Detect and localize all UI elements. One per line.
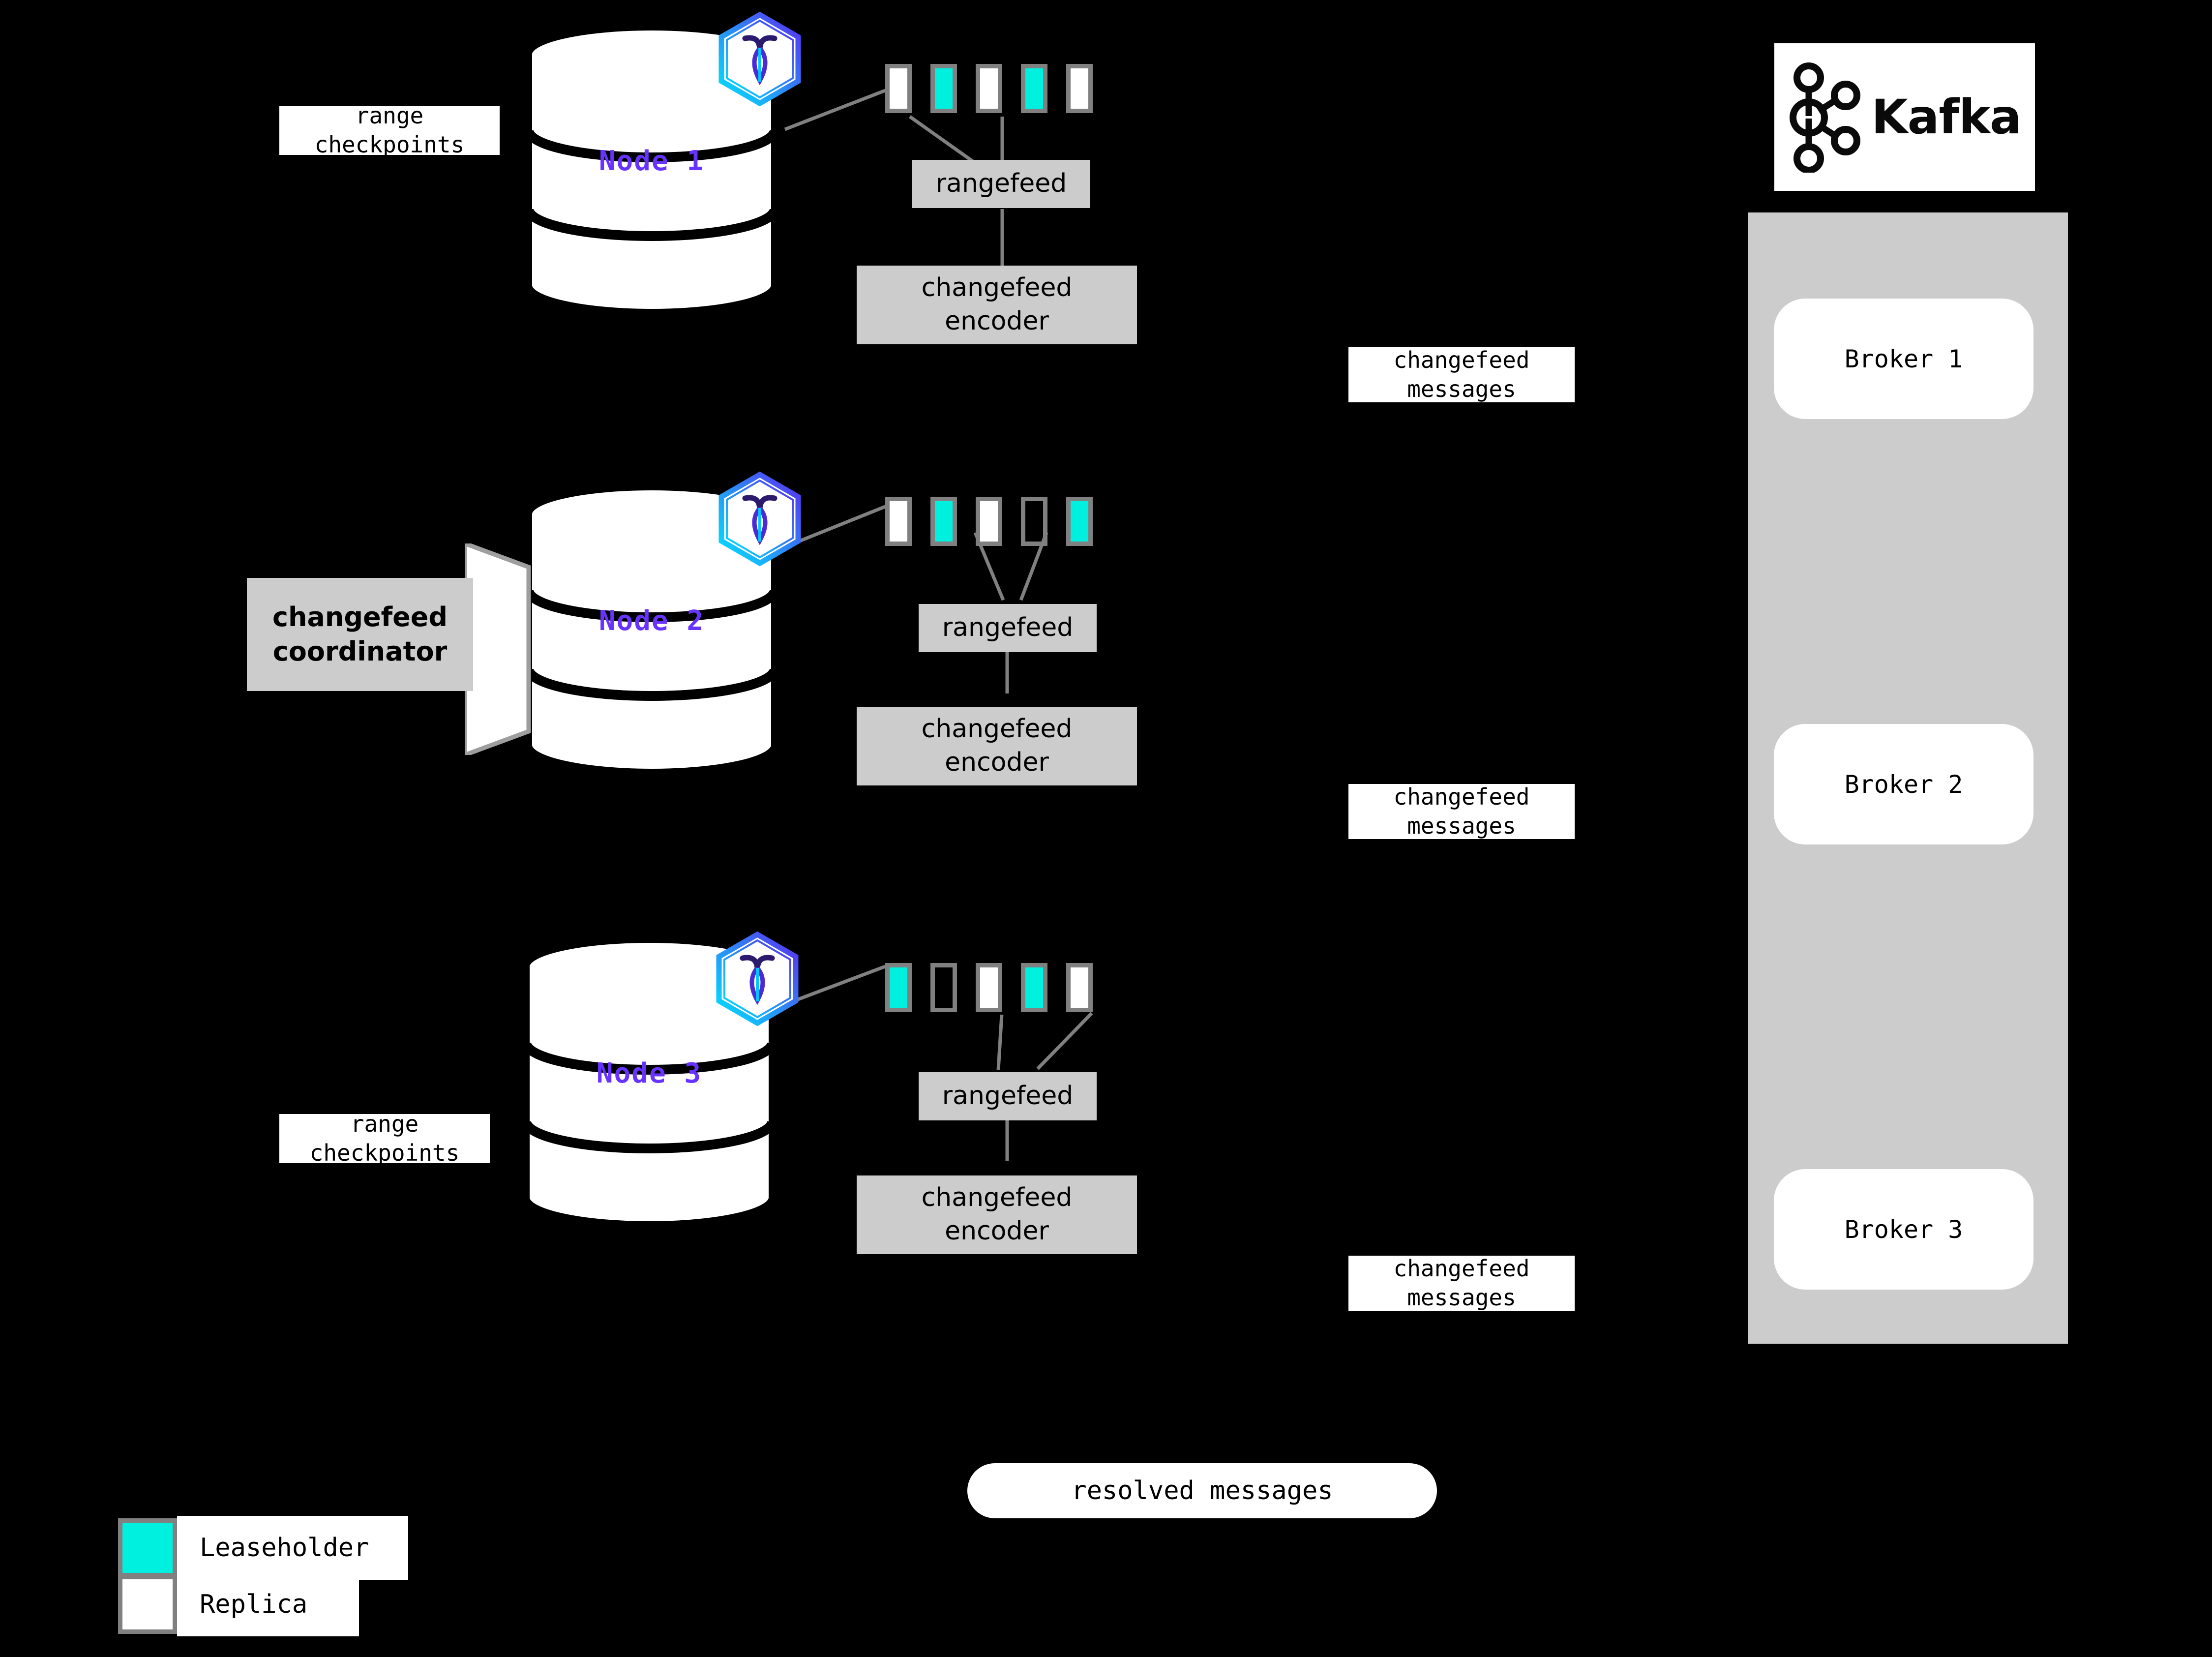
node-1-changefeed-encoder-box[interactable]: changefeed encoder — [857, 266, 1137, 344]
node-1-label: Node 1 — [598, 145, 705, 177]
range-box — [976, 963, 1002, 1012]
changefeed-coordinator-pointer — [465, 543, 531, 755]
node-1-rangefeed-box[interactable]: rangefeed — [912, 160, 1090, 208]
kafka-mark-icon — [1790, 62, 1861, 173]
node-1-range-checkpoints-label: range checkpoints — [279, 102, 500, 158]
range-box — [930, 64, 957, 113]
node-3-changefeed-messages-label: changefeed messages — [1348, 1255, 1575, 1311]
kafka-logo: Kafka — [1774, 43, 2035, 191]
legend-label-leaseholder: Leaseholder — [177, 1516, 408, 1580]
node-2-label: Node 2 — [598, 605, 705, 637]
range-box — [930, 497, 957, 546]
range-box — [976, 64, 1002, 113]
node-3-range-checkpoints-label: range checkpoints — [279, 1111, 490, 1166]
kafka-broker-1[interactable]: Broker 1 — [1774, 299, 2033, 419]
resolved-messages-pill: resolved messages — [967, 1463, 1437, 1518]
range-box — [1066, 497, 1093, 546]
legend-label-replica: Replica — [177, 1572, 359, 1636]
kafka-broker-3[interactable]: Broker 3 — [1774, 1169, 2033, 1290]
cockroachdb-logo-icon-1 — [716, 10, 804, 110]
range-box — [885, 64, 912, 113]
node-3-changefeed-encoder-box[interactable]: changefeed encoder — [857, 1175, 1137, 1254]
range-box — [976, 497, 1002, 546]
node-1-changefeed-messages-label: changefeed messages — [1348, 347, 1575, 402]
kafka-cluster-panel: Broker 1 Broker 2 Broker 3 — [1748, 212, 2068, 1344]
node-3-label: Node 3 — [596, 1057, 702, 1089]
range-box — [1021, 497, 1047, 546]
range-box — [885, 497, 912, 546]
node-2-rangefeed-box[interactable]: rangefeed — [919, 604, 1097, 652]
legend-swatch-replica — [118, 1575, 177, 1634]
node-1-ranges — [885, 64, 1111, 113]
node-2-changefeed-messages-label: changefeed messages — [1348, 783, 1575, 839]
cockroachdb-logo-icon-3 — [713, 930, 802, 1030]
changefeed-coordinator-box[interactable]: changefeed coordinator — [247, 578, 473, 691]
node-2-ranges — [885, 497, 1111, 546]
kafka-wordmark: Kafka — [1871, 90, 2022, 145]
legend-swatch-leaseholder — [118, 1518, 177, 1577]
range-box — [885, 963, 912, 1012]
node-3-rangefeed-box[interactable]: rangefeed — [919, 1072, 1097, 1120]
range-box — [1021, 64, 1047, 113]
node-2-cylinder: Node 2 — [519, 484, 784, 784]
cockroachdb-logo-icon-2 — [716, 470, 804, 570]
range-box — [1066, 963, 1093, 1012]
range-box — [930, 963, 957, 1012]
node-3-ranges — [885, 963, 1111, 1012]
node-2-changefeed-encoder-box[interactable]: changefeed encoder — [857, 707, 1137, 785]
node-1-cylinder: Node 1 — [519, 25, 784, 325]
range-box — [1021, 963, 1047, 1012]
range-box — [1066, 64, 1093, 113]
kafka-broker-2[interactable]: Broker 2 — [1774, 724, 2033, 844]
